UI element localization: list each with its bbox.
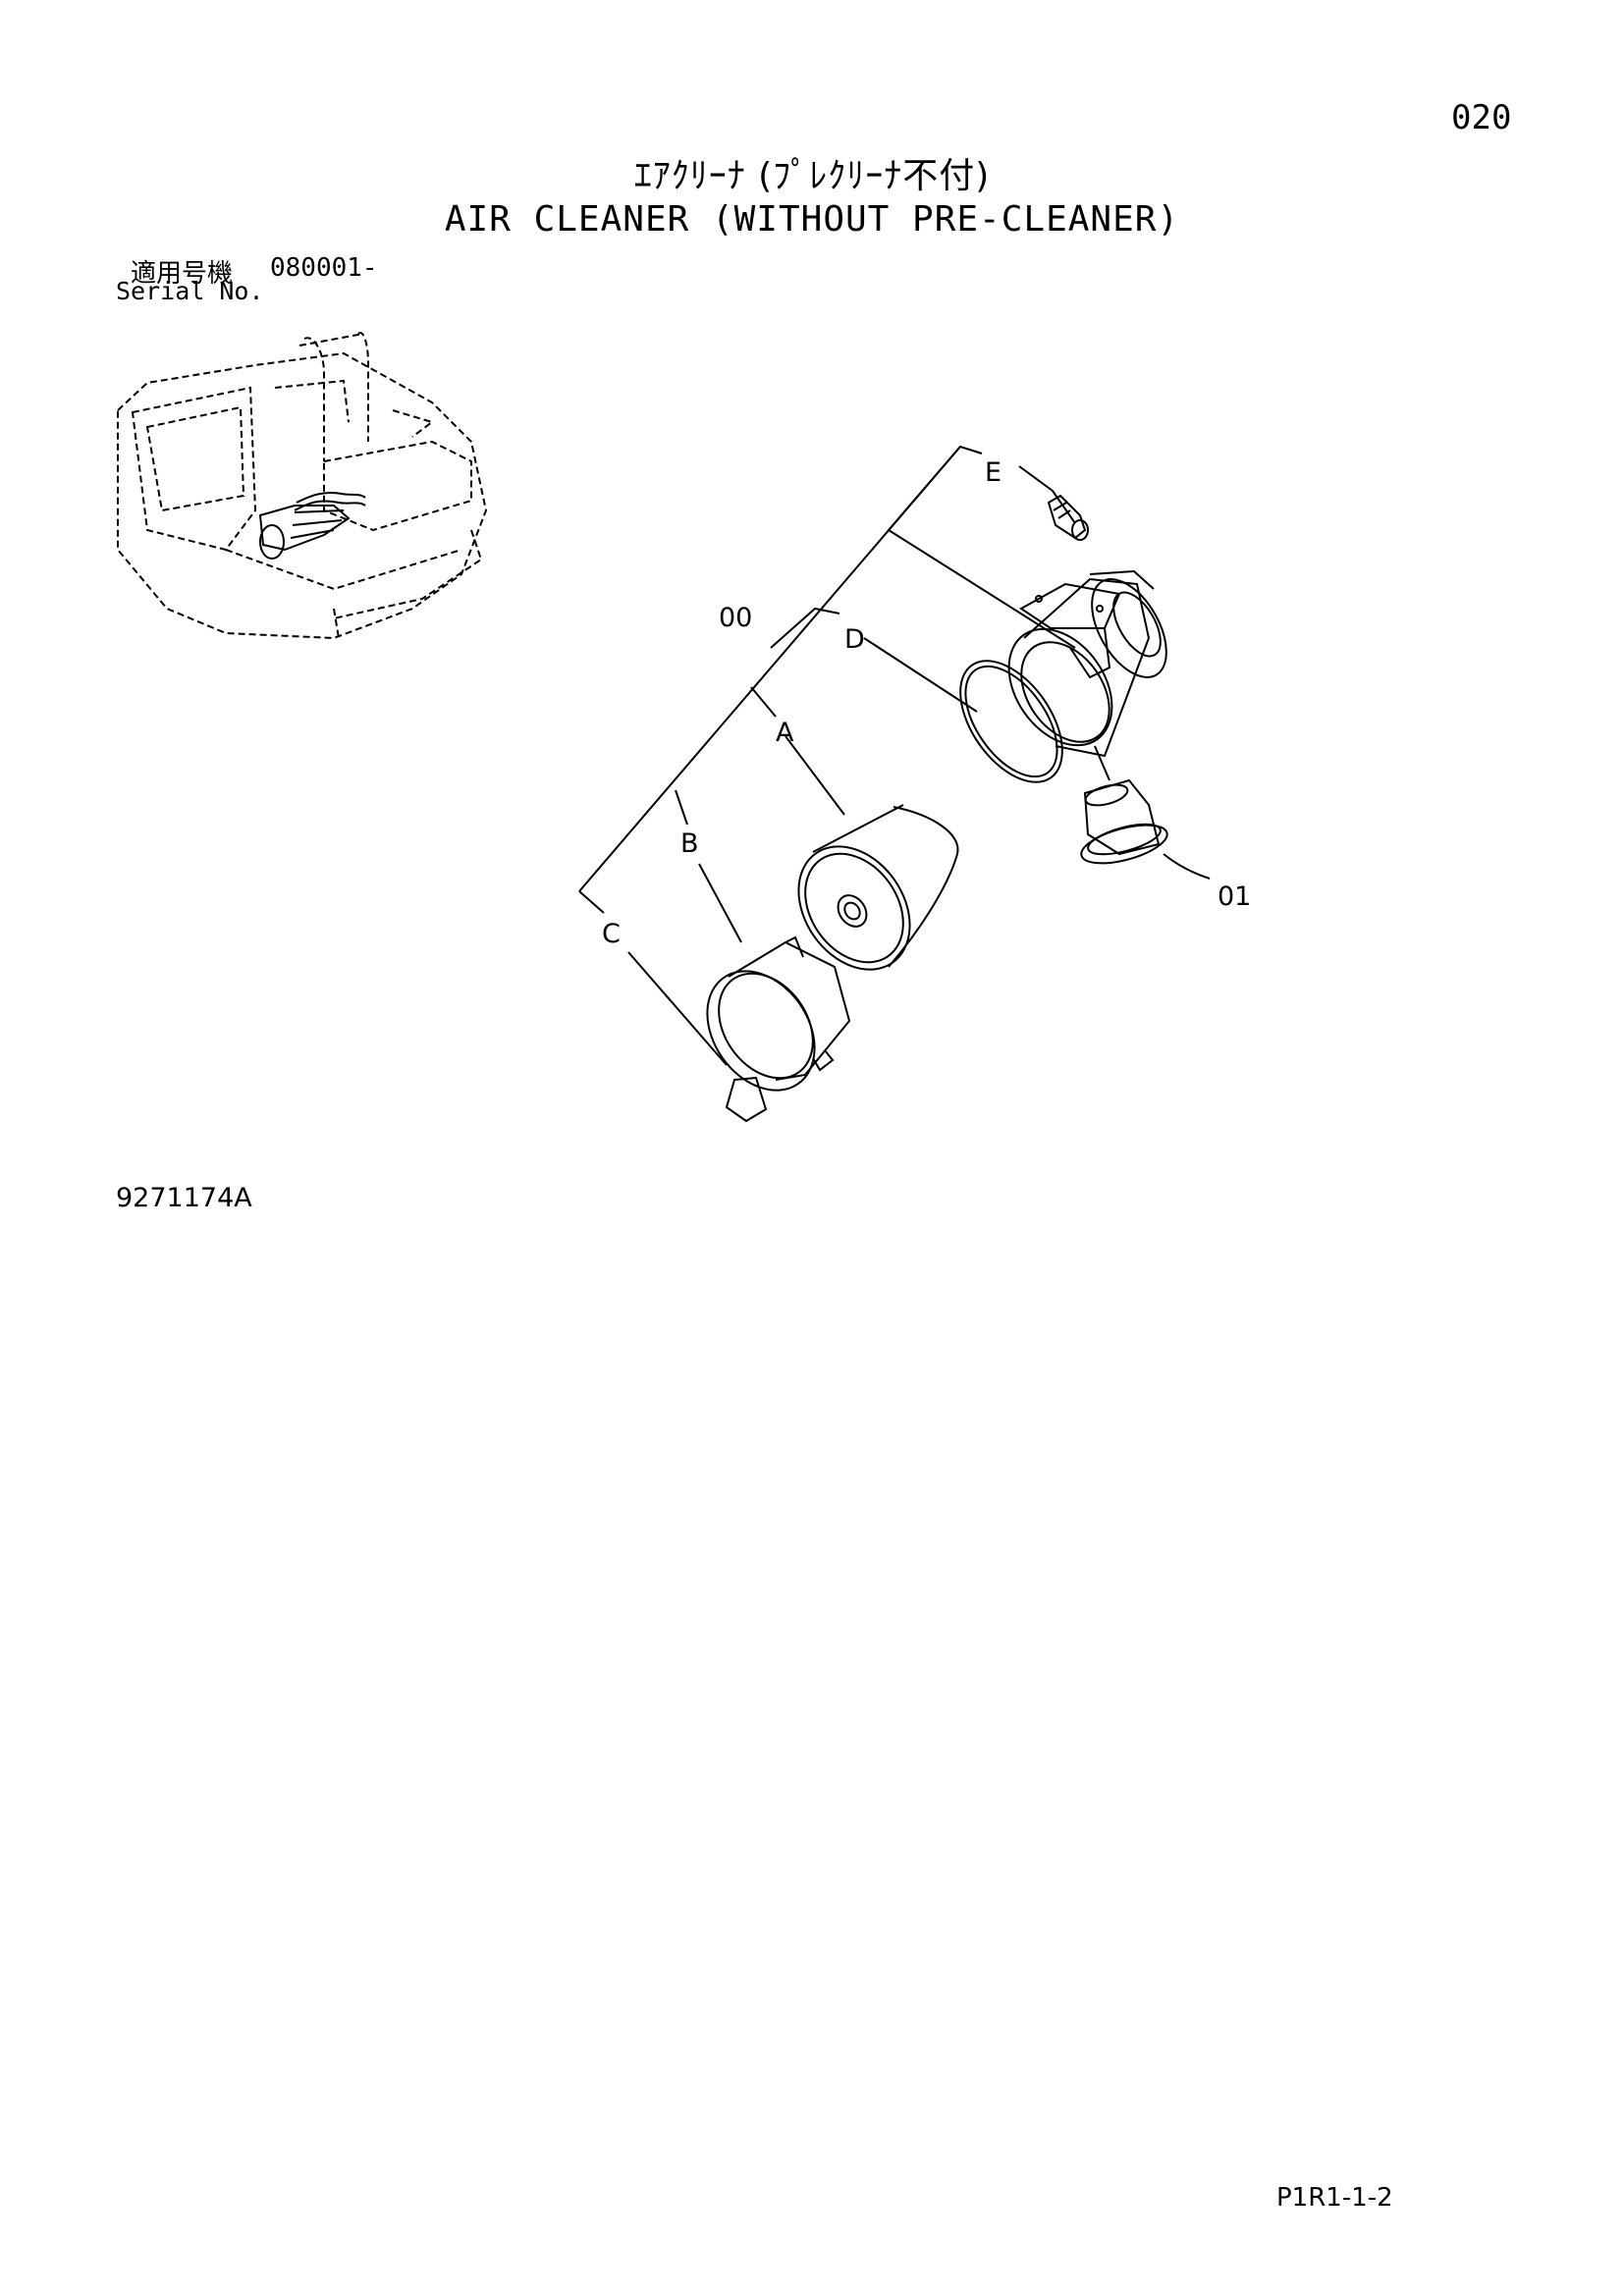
serial-number-value: 080001-	[270, 253, 378, 283]
element-part-a	[797, 804, 959, 971]
leader-lines	[578, 445, 1211, 1066]
air-cleaner-location-highlight	[258, 492, 366, 560]
page-title-english: AIR CLEANER (WITHOUT PRE-CLEANER)	[444, 199, 1180, 240]
callout-part-01: 01	[1218, 881, 1251, 912]
callout-e: E	[985, 457, 1001, 488]
callout-d: D	[844, 624, 865, 655]
serial-label-japanese: 適用号機	[131, 259, 234, 289]
callout-a: A	[776, 718, 794, 748]
callout-assembly-00: 00	[719, 603, 752, 633]
seal-ring-part-d	[959, 660, 1063, 783]
callout-b: B	[680, 828, 699, 859]
page-number: 020	[1451, 98, 1512, 137]
page-title-japanese: ｴｱｸﾘｰﾅ (ﾌﾟﾚｸﾘｰﾅ不付)	[633, 156, 991, 196]
callout-c: C	[602, 919, 621, 949]
cover-part-b-c	[706, 935, 851, 1123]
drawing-number: 9271174A	[116, 1183, 252, 1213]
serial-label-english: Serial No.	[116, 277, 264, 305]
evacuator-valve-part-01	[1080, 778, 1168, 865]
restriction-indicator-part-e	[1047, 494, 1089, 541]
page-code: P1R1-1-2	[1276, 2183, 1393, 2213]
air-cleaner-housing	[1007, 569, 1167, 758]
machine-locator-thumbnail	[117, 332, 488, 640]
